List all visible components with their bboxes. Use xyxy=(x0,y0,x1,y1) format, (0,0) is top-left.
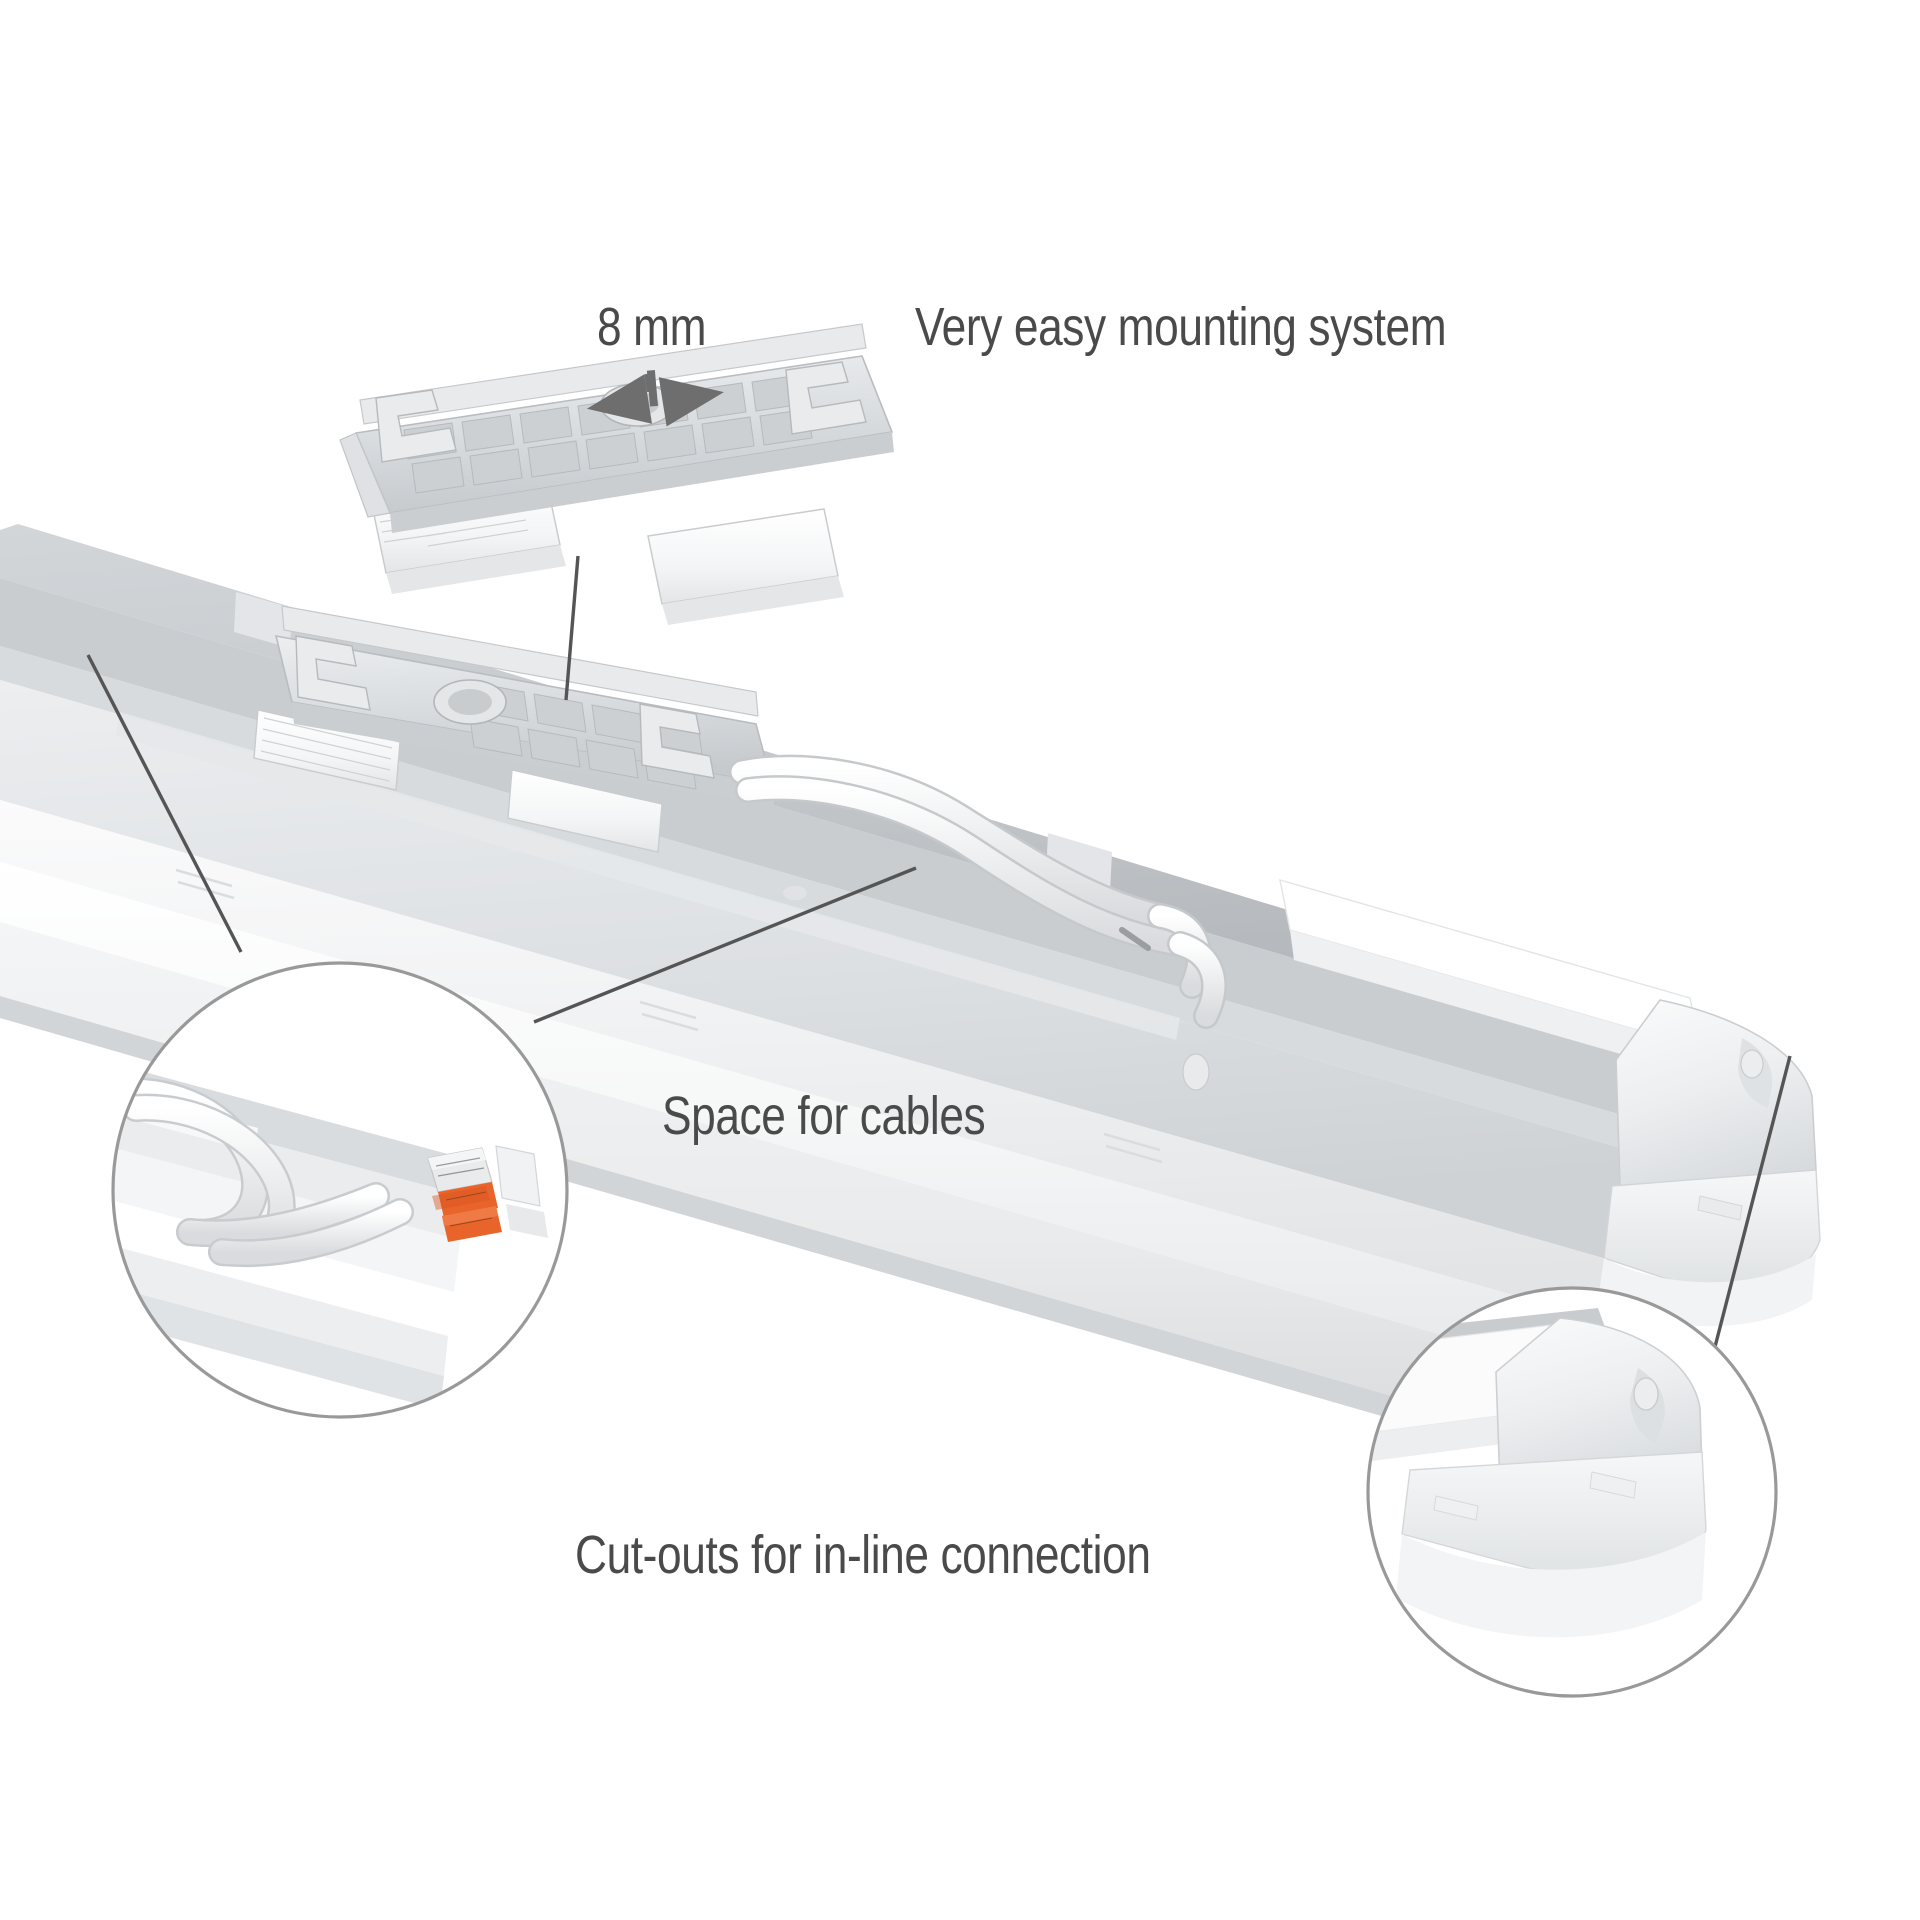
callout-circle-cables xyxy=(111,961,569,1419)
leader-line-clip xyxy=(564,555,580,701)
leader-line-cables xyxy=(533,866,917,1024)
mounting-system-label: Very easy mounting system xyxy=(915,297,1447,357)
mounting-clip-installed xyxy=(253,605,774,853)
dimension-label: 8 mm xyxy=(597,297,707,357)
mounting-clip-detached xyxy=(339,323,894,625)
wire-connector xyxy=(427,1147,502,1242)
callout-circle-cutouts xyxy=(1366,1286,1778,1698)
space-for-cables-label: Space for cables xyxy=(662,1086,986,1146)
cutouts-label: Cut-outs for in-line connection xyxy=(575,1525,1151,1585)
callout-cutout-detail xyxy=(1366,1286,1778,1698)
cable-bundle xyxy=(729,754,1227,1029)
leader-line-housing xyxy=(86,654,243,953)
callout-cable-space-detail xyxy=(111,961,569,1419)
double-arrow-icon xyxy=(586,369,724,427)
